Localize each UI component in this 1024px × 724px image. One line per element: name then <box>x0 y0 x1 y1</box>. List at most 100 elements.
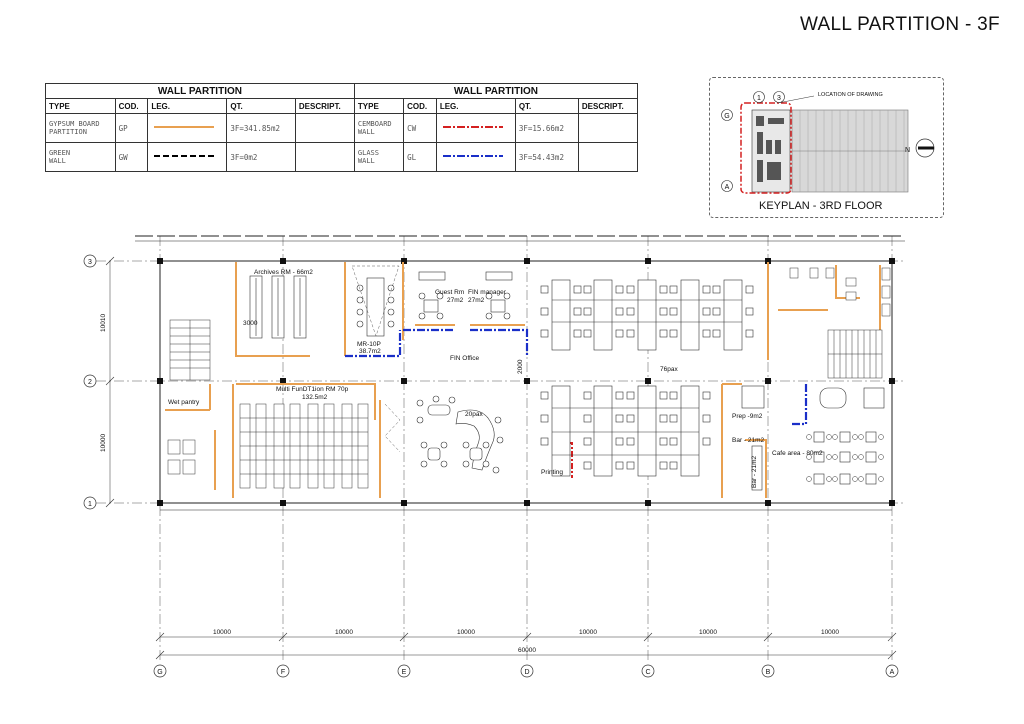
room-label-guest-area: 27m2 <box>447 297 464 304</box>
legend-line-sample <box>435 142 516 172</box>
column-dimension: 10000 <box>579 629 597 636</box>
dimension-tag: 3000 <box>243 320 258 327</box>
grid-column-label: A <box>890 669 895 676</box>
keyplan-highlight-box <box>740 102 792 194</box>
grid-column-label: F <box>281 669 285 676</box>
keyplan-grid-label: G <box>724 113 729 120</box>
grid-column-label: D <box>524 669 529 676</box>
legend-quantity: 3F=341.85m2 <box>226 113 296 143</box>
room-label-open-office: 76pax <box>660 366 678 373</box>
column-dimension: 10000 <box>335 629 353 636</box>
room-label-fin-manager: FIN manager <box>468 289 507 296</box>
stairs-left <box>169 319 211 381</box>
legend-line-sample <box>147 142 228 172</box>
room-label-archives: Archives RM - 66m2 <box>254 269 313 276</box>
office-desks <box>551 279 743 477</box>
total-dimension: 60000 <box>518 647 536 654</box>
keyplan-grid-bubble <box>753 91 765 103</box>
toilet-fixtures <box>167 267 891 475</box>
legend-description <box>577 113 639 143</box>
keyplan-grid-label: 1 <box>757 95 761 102</box>
keyplan-grid-label: A <box>725 184 730 191</box>
bar-counter <box>741 385 765 491</box>
grid-row-label: 3 <box>88 259 92 266</box>
keyplan-note: LOCATION OF DRAWING <box>818 92 883 98</box>
room-label-cafe: Cafe area - 80m2 <box>772 450 823 457</box>
room-label-meeting: MR-10P <box>357 341 381 348</box>
keyplan-grid-bubble <box>721 180 733 192</box>
keyplan-grid-label: 3 <box>777 95 781 102</box>
legend-code: GW <box>114 142 149 172</box>
lounge-projection <box>384 403 401 453</box>
keyplan-frame <box>709 77 944 218</box>
page-title: WALL PARTITION - 3F <box>800 14 1000 35</box>
grid-column-label: G <box>157 669 162 676</box>
keyplan-diagram: 1 3 G A N <box>721 91 935 194</box>
grid-column-label: B <box>766 669 771 676</box>
grid-row-label: 1 <box>88 501 92 508</box>
room-label-guest: Guest Rm <box>435 289 464 296</box>
archive-shelves <box>249 275 307 339</box>
room-label-bar: Bar - 21m2 <box>732 437 765 444</box>
multifunction-seating <box>239 403 369 489</box>
stairs-right <box>827 329 883 379</box>
grid-bubble <box>397 664 411 678</box>
structural-grid-lines <box>96 236 905 660</box>
office-chairs <box>540 285 754 470</box>
column-dimension: 10000 <box>699 629 717 636</box>
room-label-meeting-area: 38.7m2 <box>359 348 381 355</box>
gypsum-partitions <box>165 262 881 498</box>
column-dimension: 10000 <box>821 629 839 636</box>
meeting-table <box>356 277 395 337</box>
room-label-printing: Printing <box>541 469 563 476</box>
wall-partition-legend-table: WALL PARTITION WALL PARTITION TYPE COD. … <box>45 83 639 172</box>
column-dimension: 10000 <box>457 629 475 636</box>
row-dimension: 10000 <box>100 434 107 452</box>
room-label-bar-vertical: Bar - 21m2 <box>751 455 758 488</box>
legend-quantity: 3F=15.66m2 <box>514 113 579 143</box>
grid-bubble <box>153 664 167 678</box>
grid-bubble <box>885 664 899 678</box>
cafe-tables <box>813 387 885 485</box>
legend-line-sample <box>435 113 516 143</box>
room-label-fin-office: FIN Office <box>450 355 480 362</box>
room-label-prep: Prep -9m2 <box>732 413 763 420</box>
dimension-tag: 2000 <box>517 359 524 374</box>
grid-bubble <box>641 664 655 678</box>
legend-quantity: 3F=0m2 <box>226 142 296 172</box>
grid-column-label: C <box>645 669 650 676</box>
room-label-wet-pantry: Wet pantry <box>168 399 200 406</box>
north-label: N <box>905 147 910 154</box>
column-dimension: 10000 <box>213 629 231 636</box>
room-labels: Archives RM - 66m2 Guest Rm 27m2 FIN man… <box>168 269 823 488</box>
grid-bubble <box>520 664 534 678</box>
room-label-lounge: 20pax <box>465 411 483 418</box>
keyplan-leader-line <box>777 95 815 104</box>
grid-column-label: E <box>402 669 407 676</box>
grid-bubble <box>83 374 97 388</box>
legend-description <box>577 142 639 172</box>
grid-bubble <box>276 664 290 678</box>
glass-walls <box>345 328 808 426</box>
grid-bubble <box>83 496 97 510</box>
room-label-fin-manager-area: 27m2 <box>468 297 485 304</box>
grid-row-label: 2 <box>88 379 92 386</box>
cafe-chairs <box>806 434 884 482</box>
grid-bubble <box>761 664 775 678</box>
keyplan-grid-bubble <box>721 109 733 121</box>
row-grid-markers: 3 2 1 10010 10000 <box>83 254 115 510</box>
lounge-tables <box>416 395 504 474</box>
keyplan-grid-bubble <box>773 91 785 103</box>
column-grid-markers: G F E D C B A <box>153 664 899 678</box>
keyplan-label: KEYPLAN - 3RD FLOOR <box>759 200 883 212</box>
row-dimension: 10010 <box>100 314 107 332</box>
meeting-room-projection <box>351 265 400 337</box>
legend-description <box>294 113 355 143</box>
room-label-multifunction: Multi FunDT1ion RM 70p <box>276 386 349 393</box>
keyplan-furniture-hint <box>756 116 784 182</box>
